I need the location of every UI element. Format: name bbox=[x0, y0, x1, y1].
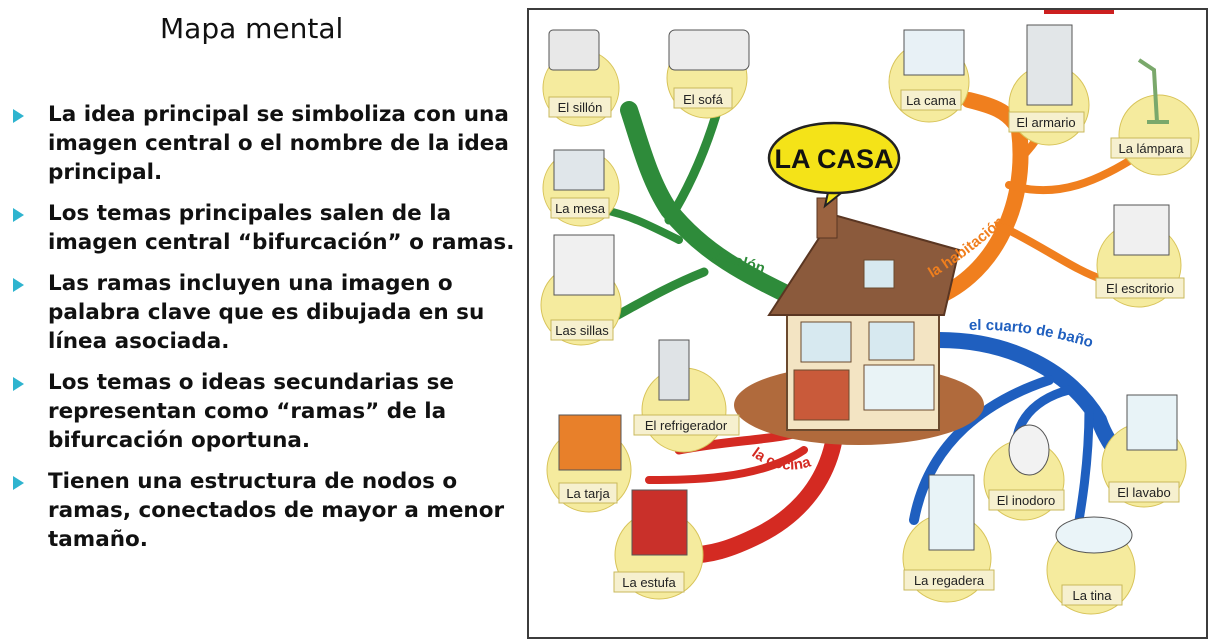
central-idea-label: LA CASA bbox=[775, 144, 894, 174]
node-label: La mesa bbox=[555, 201, 606, 216]
node-estufa: La estufa bbox=[613, 489, 704, 600]
central-idea-bubble: LA CASA bbox=[767, 121, 901, 209]
node-lavabo: El lavabo bbox=[1101, 394, 1187, 508]
bullet-arrow-icon bbox=[13, 208, 24, 222]
bullet-item: Los temas o ideas secundarias se represe… bbox=[10, 368, 515, 455]
bullet-text: Los temas principales salen de la imagen… bbox=[48, 201, 515, 255]
bullet-text: La idea principal se simboliza con una i… bbox=[48, 102, 509, 185]
node-label: La tina bbox=[1072, 588, 1112, 603]
node-escritorio: El escritorio bbox=[1095, 204, 1185, 308]
house-illustration bbox=[734, 197, 984, 445]
node-label: El sillón bbox=[558, 100, 603, 115]
slide-title: Mapa mental bbox=[160, 12, 344, 45]
node-regadera: La regadera bbox=[902, 474, 995, 603]
node-cama: La cama bbox=[888, 29, 970, 123]
node-armario: El armario bbox=[1008, 24, 1090, 146]
node-inodoro: El inodoro bbox=[983, 424, 1065, 521]
node-tina: La tina bbox=[1046, 516, 1136, 615]
bullet-text: Las ramas incluyen una imagen o palabra … bbox=[48, 271, 485, 354]
node-label: El armario bbox=[1016, 115, 1075, 130]
node-label: La lámpara bbox=[1118, 141, 1184, 156]
bullet-item: La idea principal se simboliza con una i… bbox=[10, 100, 515, 187]
node-sofa: El sofá bbox=[666, 29, 750, 119]
node-label: El refrigerador bbox=[645, 418, 728, 433]
bullet-arrow-icon bbox=[13, 278, 24, 292]
node-label: El sofá bbox=[683, 92, 724, 107]
node-label: El lavabo bbox=[1117, 485, 1170, 500]
node-label: El escritorio bbox=[1106, 281, 1174, 296]
node-mesa: La mesa bbox=[542, 149, 620, 227]
node-refrigerador: El refrigerador bbox=[633, 339, 740, 453]
bullet-item: Las ramas incluyen una imagen o palabra … bbox=[10, 269, 515, 356]
bullet-item: Tienen una estructura de nodos o ramas, … bbox=[10, 467, 515, 554]
node-label: La regadera bbox=[914, 573, 985, 588]
node-label: La tarja bbox=[566, 486, 610, 501]
node-label: Las sillas bbox=[555, 323, 609, 338]
node-sillas: Las sillas bbox=[540, 234, 622, 346]
node-sillon: El sillón bbox=[542, 29, 620, 127]
top-accent-bar bbox=[1044, 10, 1114, 14]
node-label: La estufa bbox=[622, 575, 676, 590]
node-label: La cama bbox=[906, 93, 957, 108]
bullet-list: La idea principal se simboliza con una i… bbox=[10, 100, 515, 566]
bullet-text: Tienen una estructura de nodos o ramas, … bbox=[48, 469, 505, 552]
mind-map-image: LA CASA el salón la habitación el cuarto… bbox=[527, 8, 1208, 639]
bullet-arrow-icon bbox=[13, 377, 24, 391]
node-tarja: La tarja bbox=[546, 414, 632, 513]
bullet-arrow-icon bbox=[13, 109, 24, 123]
bullet-item: Los temas principales salen de la imagen… bbox=[10, 199, 515, 257]
bullet-arrow-icon bbox=[13, 476, 24, 490]
node-lampara: La lámpara bbox=[1110, 58, 1200, 176]
bullet-text: Los temas o ideas secundarias se represe… bbox=[48, 370, 454, 453]
node-label: El inodoro bbox=[997, 493, 1056, 508]
